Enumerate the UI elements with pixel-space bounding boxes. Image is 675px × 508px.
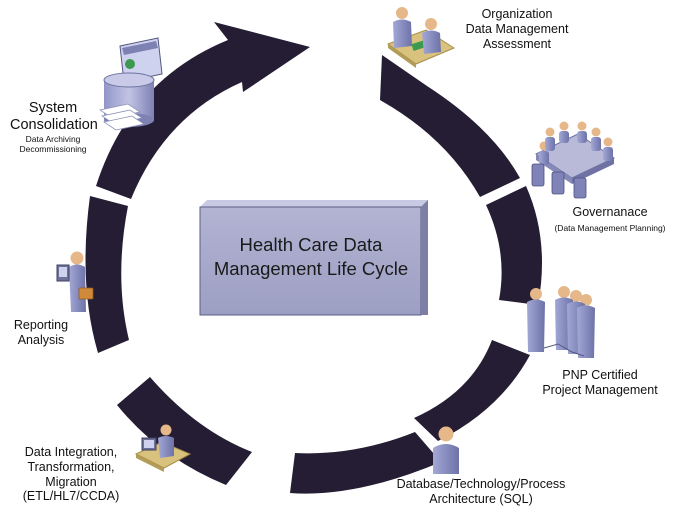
- workstation-icon: [134, 424, 192, 472]
- label-organization-line3: Assessment: [482, 36, 552, 51]
- arc-segment-pnp: [414, 340, 530, 441]
- label-reporting: Reporting Analysis: [8, 318, 74, 348]
- label-integration-line3: Migration: [45, 474, 97, 489]
- label-organization: Organization Data Management Assessment: [452, 7, 582, 51]
- label-governance-line1: Governanace: [572, 205, 648, 219]
- label-governance-line2: (Data Management Planning): [554, 222, 666, 233]
- arc-segment-database: [290, 432, 441, 494]
- team-icon: [527, 286, 595, 358]
- label-consolidation-line1: System: [28, 100, 78, 116]
- label-pnp-line2: Project Management: [542, 382, 658, 397]
- label-integration-line4: (ETL/HL7/CCDA): [22, 489, 120, 504]
- label-consolidation-line4: Decommissioning: [19, 144, 87, 155]
- label-reporting-line1: Reporting: [13, 318, 69, 332]
- label-pnp: PNP Certified Project Management: [535, 368, 665, 398]
- center-box: [199, 200, 428, 316]
- label-database-line1: Database/Technology/Process: [396, 477, 566, 491]
- cycle-ring: [85, 22, 542, 494]
- label-governance: Governanace (Data Management Planning): [545, 205, 675, 233]
- label-consolidation: System Consolidation Data Archiving Deco…: [10, 100, 98, 155]
- label-organization-line1: Organization: [481, 7, 553, 21]
- arc-segment-organization: [380, 55, 520, 197]
- conference-table-icon: [531, 121, 616, 199]
- arc-segment-integration: [117, 377, 252, 485]
- database-server-icon: [98, 37, 163, 131]
- arc-segment-reporting: [85, 196, 129, 353]
- label-database-line2: Architecture (SQL): [429, 491, 533, 506]
- label-integration-line1: Data Integration,: [24, 445, 118, 459]
- label-integration: Data Integration, Transformation, Migrat…: [15, 445, 127, 504]
- label-integration-line2: Transformation,: [27, 459, 115, 474]
- person-icon: [433, 426, 459, 474]
- label-consolidation-line2: Consolidation: [10, 117, 98, 134]
- arc-segment-consolidation-arrow: [96, 22, 310, 199]
- arc-segment-governance: [486, 186, 542, 305]
- label-pnp-line1: PNP Certified: [562, 368, 638, 382]
- label-consolidation-line3: Data Archiving: [25, 134, 81, 145]
- presenter-icon: [56, 251, 94, 312]
- meeting-icon: [386, 7, 456, 68]
- label-organization-line2: Data Management: [465, 21, 569, 36]
- label-database: Database/Technology/Process Architecture…: [393, 477, 569, 507]
- label-reporting-line2: Analysis: [17, 332, 65, 347]
